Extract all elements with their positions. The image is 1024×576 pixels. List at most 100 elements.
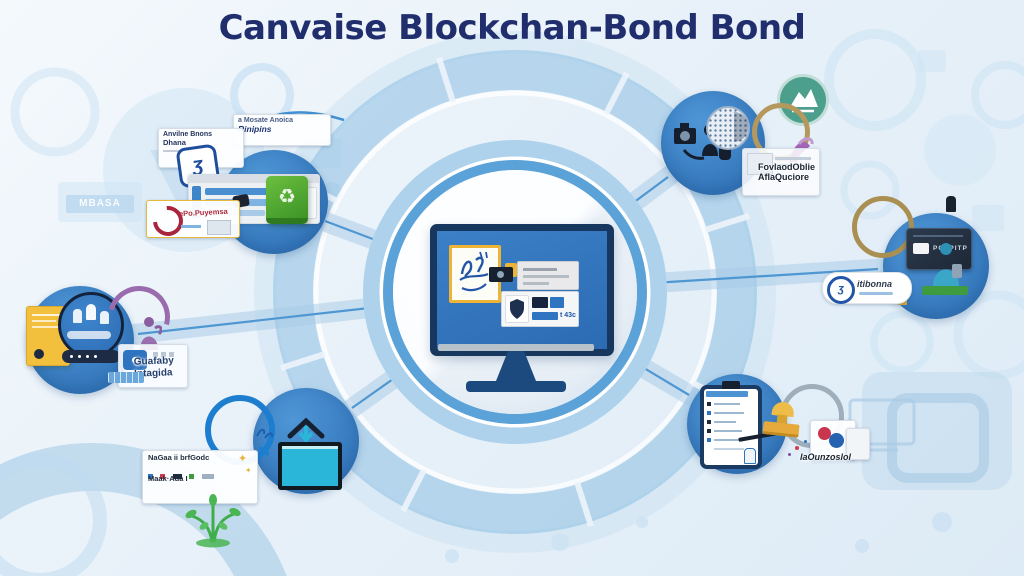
check-line — [714, 421, 736, 423]
blue-dot-icon — [829, 433, 844, 448]
doc-line — [32, 314, 62, 316]
check-line — [714, 448, 744, 450]
monitor-stand-bar — [438, 344, 594, 351]
check-line — [714, 403, 740, 405]
key-dot — [86, 355, 89, 358]
check-row — [707, 420, 711, 424]
stamp-mini-window — [207, 220, 231, 235]
monitor-base — [466, 381, 566, 392]
pill-underline — [859, 292, 893, 295]
approval-label: laOunzoslol — [800, 452, 852, 462]
stamp-base — [762, 421, 800, 438]
process-doc-line2: Dhana — [163, 138, 186, 148]
tray-highlight — [282, 446, 338, 449]
signature-scribble-icon — [459, 251, 489, 292]
confetti-dot — [788, 453, 791, 456]
watermark-badge-label: MBASA — [66, 195, 134, 213]
process-doc-line1: Anvilne Bnons — [163, 131, 213, 138]
panel-mini-window — [747, 153, 773, 175]
mini-sq-blue — [148, 473, 153, 479]
sparkle-icon: ✦ — [238, 453, 248, 465]
screen-tag: t 43c — [560, 312, 576, 319]
people-camera-icon — [674, 123, 731, 160]
panel-grid-dot — [169, 352, 174, 357]
check-row — [707, 411, 711, 415]
browser-row — [205, 188, 277, 195]
mini-sq-red — [160, 473, 166, 479]
invoice-panel — [517, 261, 579, 290]
panel-line — [775, 157, 811, 160]
inbox-line2: Maak·Ada I — [148, 473, 188, 483]
stamp-icon — [760, 400, 804, 440]
invoice-line — [523, 275, 569, 278]
watermark-badge: MBASA — [58, 182, 142, 222]
check-row — [707, 402, 711, 406]
partners-label-line2: AflaQuciore — [758, 172, 810, 183]
pill-emblem-glyph: ʒ — [838, 283, 844, 295]
central-monitor: t 43c — [430, 224, 614, 356]
pill-text: itibonna — [857, 279, 892, 289]
doc-line — [32, 326, 60, 328]
shield-card — [505, 295, 529, 323]
partners-panel — [742, 148, 820, 196]
partners-label-line1: FovlaodOblie — [758, 162, 816, 172]
shield-icon — [510, 299, 524, 319]
partners-label: FovlaodOblie AflaQuciore — [758, 162, 815, 183]
global-label-line1: Guafaby — [133, 355, 174, 368]
orbit-ring — [254, 31, 776, 553]
watermark-bottomright-panel — [848, 310, 1012, 553]
green-base-bar — [922, 286, 968, 295]
check-row — [707, 438, 711, 442]
coin-shadow-half — [734, 112, 748, 142]
approval-card-back — [846, 428, 870, 460]
inbox-strip-card: NaGaa ii brfGodc Maak·Ada I — [142, 450, 258, 504]
tray-icon — [278, 442, 342, 490]
blue-mini-keyboard-icon — [108, 372, 144, 383]
gold-ring-icon — [852, 196, 914, 258]
card-chip — [913, 243, 929, 254]
stamp-text: ePo.Puyemsa — [178, 206, 228, 219]
panel-line — [775, 164, 803, 167]
inbox-line1: NaGaa ii brfGodc — [148, 453, 210, 462]
dark-keyboard-icon — [62, 350, 120, 363]
process-stamp-card: ePo.Puyemsa — [146, 199, 240, 243]
check-line — [714, 412, 744, 414]
clipboard-header — [706, 391, 748, 397]
stamp-mini-line — [181, 225, 201, 228]
payment-pill-label: ʒ itibonna — [822, 272, 912, 304]
recycle-glyph: ♻ — [278, 184, 296, 208]
confetti-dot — [804, 440, 807, 443]
blue-app-icon — [123, 350, 147, 370]
clipboard-icon — [700, 381, 762, 469]
globe-figure — [100, 311, 109, 324]
scribble-icon — [256, 428, 274, 439]
pill-emblem-icon: ʒ — [827, 276, 855, 304]
tile-row — [532, 312, 558, 320]
camera-icon — [489, 267, 513, 282]
tile-blue — [550, 297, 564, 308]
mini-sq-dark — [172, 473, 182, 479]
globe-icon — [58, 292, 124, 358]
process-tag-line1: a Mosate Anoica — [238, 117, 293, 124]
check-row — [707, 429, 711, 433]
mini-sq-green — [189, 473, 195, 479]
globe-band — [67, 331, 111, 339]
process-tag-line2: Rinipins — [238, 124, 272, 135]
check-line — [714, 439, 738, 441]
mini-person-icon — [744, 448, 756, 464]
doc-line — [32, 320, 56, 322]
plant-icon — [185, 494, 241, 548]
key-dot — [78, 355, 81, 358]
panel-grid-dot — [153, 352, 158, 357]
process-tag-card: a Mosate Anoica Rinipins — [233, 114, 331, 146]
invoice-line — [523, 268, 557, 271]
sparkle-icon: ✦ — [245, 466, 252, 475]
mini-sq-gray — [201, 473, 214, 479]
confetti-dot — [795, 446, 799, 450]
browser-header — [189, 175, 319, 183]
stamp-ring-icon — [146, 199, 190, 243]
globe-figure — [86, 304, 96, 320]
red-dot-icon — [818, 427, 831, 440]
card-top-line — [913, 235, 963, 237]
